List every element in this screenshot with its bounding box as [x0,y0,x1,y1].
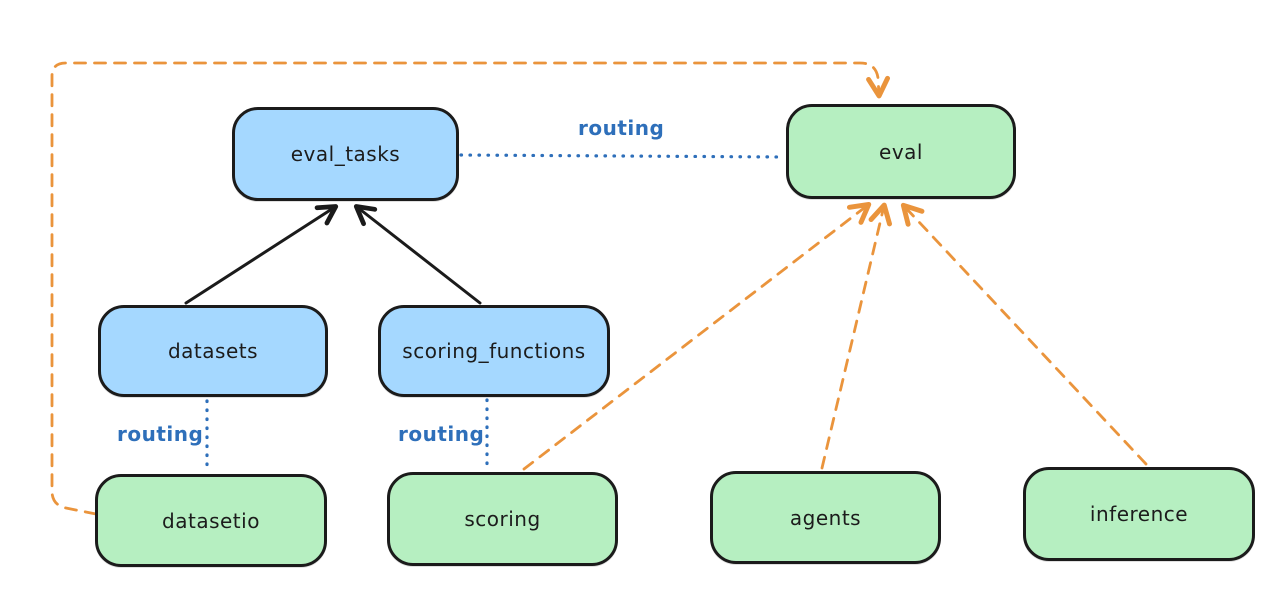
edge-scoring-to-eval [522,201,872,471]
edge-scoring-functions-to-eval-tasks [353,204,482,305]
edge-datasetio-to-eval [50,61,891,516]
node-agents: agents [710,471,941,564]
edge-inference-to-eval [900,202,1148,466]
node-inference-label: inference [1089,502,1189,526]
node-eval-tasks-label: eval_tasks [290,142,401,166]
edge-label-routing-datasets-datasetio: routing [117,422,204,446]
edge-agents-to-eval [820,202,892,470]
node-datasets: datasets [98,305,328,397]
node-datasets-label: datasets [167,339,259,363]
node-scoring-label: scoring [464,507,541,531]
edge-datasets-to-eval-tasks [184,204,339,305]
node-eval-tasks: eval_tasks [232,107,459,201]
node-eval: eval [786,104,1016,199]
node-scoring: scoring [387,472,618,566]
node-scoring-functions: scoring_functions [378,305,610,397]
edge-label-routing-eval-tasks-eval: routing [578,116,665,140]
node-scoring-functions-label: scoring_functions [402,339,586,363]
node-eval-label: eval [879,139,923,164]
node-inference: inference [1023,467,1255,561]
edge-label-routing-scoring-functions-scoring: routing [398,422,485,446]
edge-eval-tasks-to-eval-routing [459,153,785,159]
node-datasetio-label: datasetio [162,508,260,533]
node-agents-label: agents [789,505,862,530]
node-datasetio: datasetio [95,474,327,567]
